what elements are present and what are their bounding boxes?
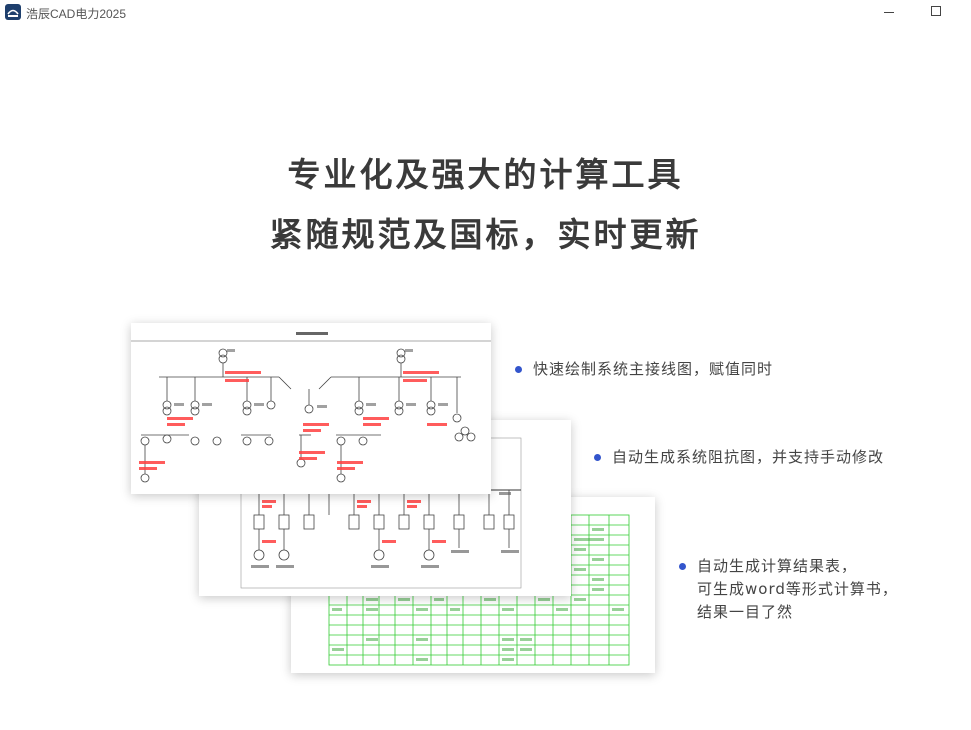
minimize-button[interactable]: [866, 0, 912, 26]
main-wiring-diagram-preview: [131, 323, 491, 494]
window-title: 浩辰CAD电力2025: [26, 7, 127, 21]
bullet-icon: [594, 454, 601, 461]
feature-text-line-3: 结果一目了然: [697, 603, 794, 621]
feature-text: 快速绘制系统主接线图，赋值同时: [533, 360, 774, 378]
title-bar: 浩辰CAD电力2025: [0, 0, 971, 26]
app-logo-icon: [5, 4, 21, 20]
headline-secondary: 紧随规范及国标，实时更新: [269, 215, 702, 254]
maximize-button[interactable]: [913, 0, 959, 26]
feature-item-result-table: 自动生成计算结果表， 可生成word等形式计算书， 结果一目了然: [679, 555, 898, 624]
feature-text: 自动生成系统阻抗图，并支持手动修改: [612, 448, 885, 466]
feature-text-line-1: 自动生成计算结果表，: [697, 557, 858, 575]
feature-item-wiring-diagram: 快速绘制系统主接线图，赋值同时: [515, 358, 774, 381]
headline-primary: 专业化及强大的计算工具: [287, 155, 684, 194]
bullet-icon: [515, 366, 522, 373]
feature-item-impedance-diagram: 自动生成系统阻抗图，并支持手动修改: [594, 446, 885, 469]
bullet-icon: [679, 563, 686, 570]
feature-text-line-2: 可生成word等形式计算书，: [697, 580, 898, 598]
